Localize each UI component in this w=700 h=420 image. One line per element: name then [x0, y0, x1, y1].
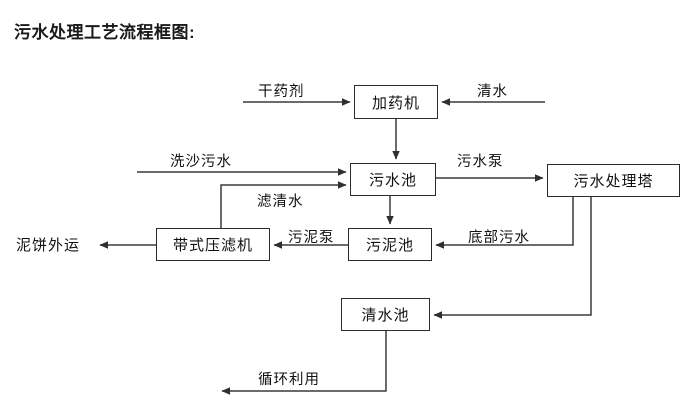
- arrow-filtered-water-arrow: [220, 181, 347, 228]
- edge-label-sand-wash-sewage: 洗沙污水: [170, 154, 232, 170]
- node-label: 加药机: [371, 94, 420, 112]
- arrow-bottom-sewage-arrow: [435, 197, 574, 249]
- node-label: 污泥池: [365, 237, 414, 254]
- page-title: 污水处理工艺流程框图:: [14, 23, 196, 42]
- edge-label-filtered-water: 滤清水: [257, 194, 304, 210]
- node-sludge-pool[interactable]: 污泥池: [348, 228, 432, 261]
- node-wastewater-pool[interactable]: 污水池: [350, 163, 436, 196]
- edge-label-clean-water-in: 清水: [477, 84, 508, 100]
- edge-label-sludge-pump: 污泥泵: [288, 230, 335, 246]
- edge-label-recycle-reuse: 循环利用: [258, 372, 320, 388]
- node-belt-filter-press[interactable]: 带式压滤机: [156, 228, 270, 261]
- node-label: 带式压滤机: [172, 237, 253, 254]
- node-label: 清水池: [361, 307, 410, 324]
- arrow-tower-to-clean-water: [433, 197, 592, 319]
- node-label: 污水处理塔: [573, 173, 654, 190]
- edge-label-dry-chemical: 干药剂: [258, 84, 305, 100]
- edge-label-mud-cake-transport: 泥饼外运: [16, 237, 81, 254]
- edge-label-bottom-sewage: 底部污水: [468, 230, 530, 246]
- node-treatment-tower[interactable]: 污水处理塔: [547, 164, 680, 197]
- arrow-recycle-arrow: [221, 331, 387, 395]
- node-dosing-machine[interactable]: 加药机: [354, 85, 438, 119]
- edge-label-sewage-pump: 污水泵: [457, 154, 504, 170]
- node-label: 污水池: [368, 172, 417, 189]
- node-clean-water-pool[interactable]: 清水池: [341, 298, 430, 331]
- arrow-group: [99, 98, 592, 395]
